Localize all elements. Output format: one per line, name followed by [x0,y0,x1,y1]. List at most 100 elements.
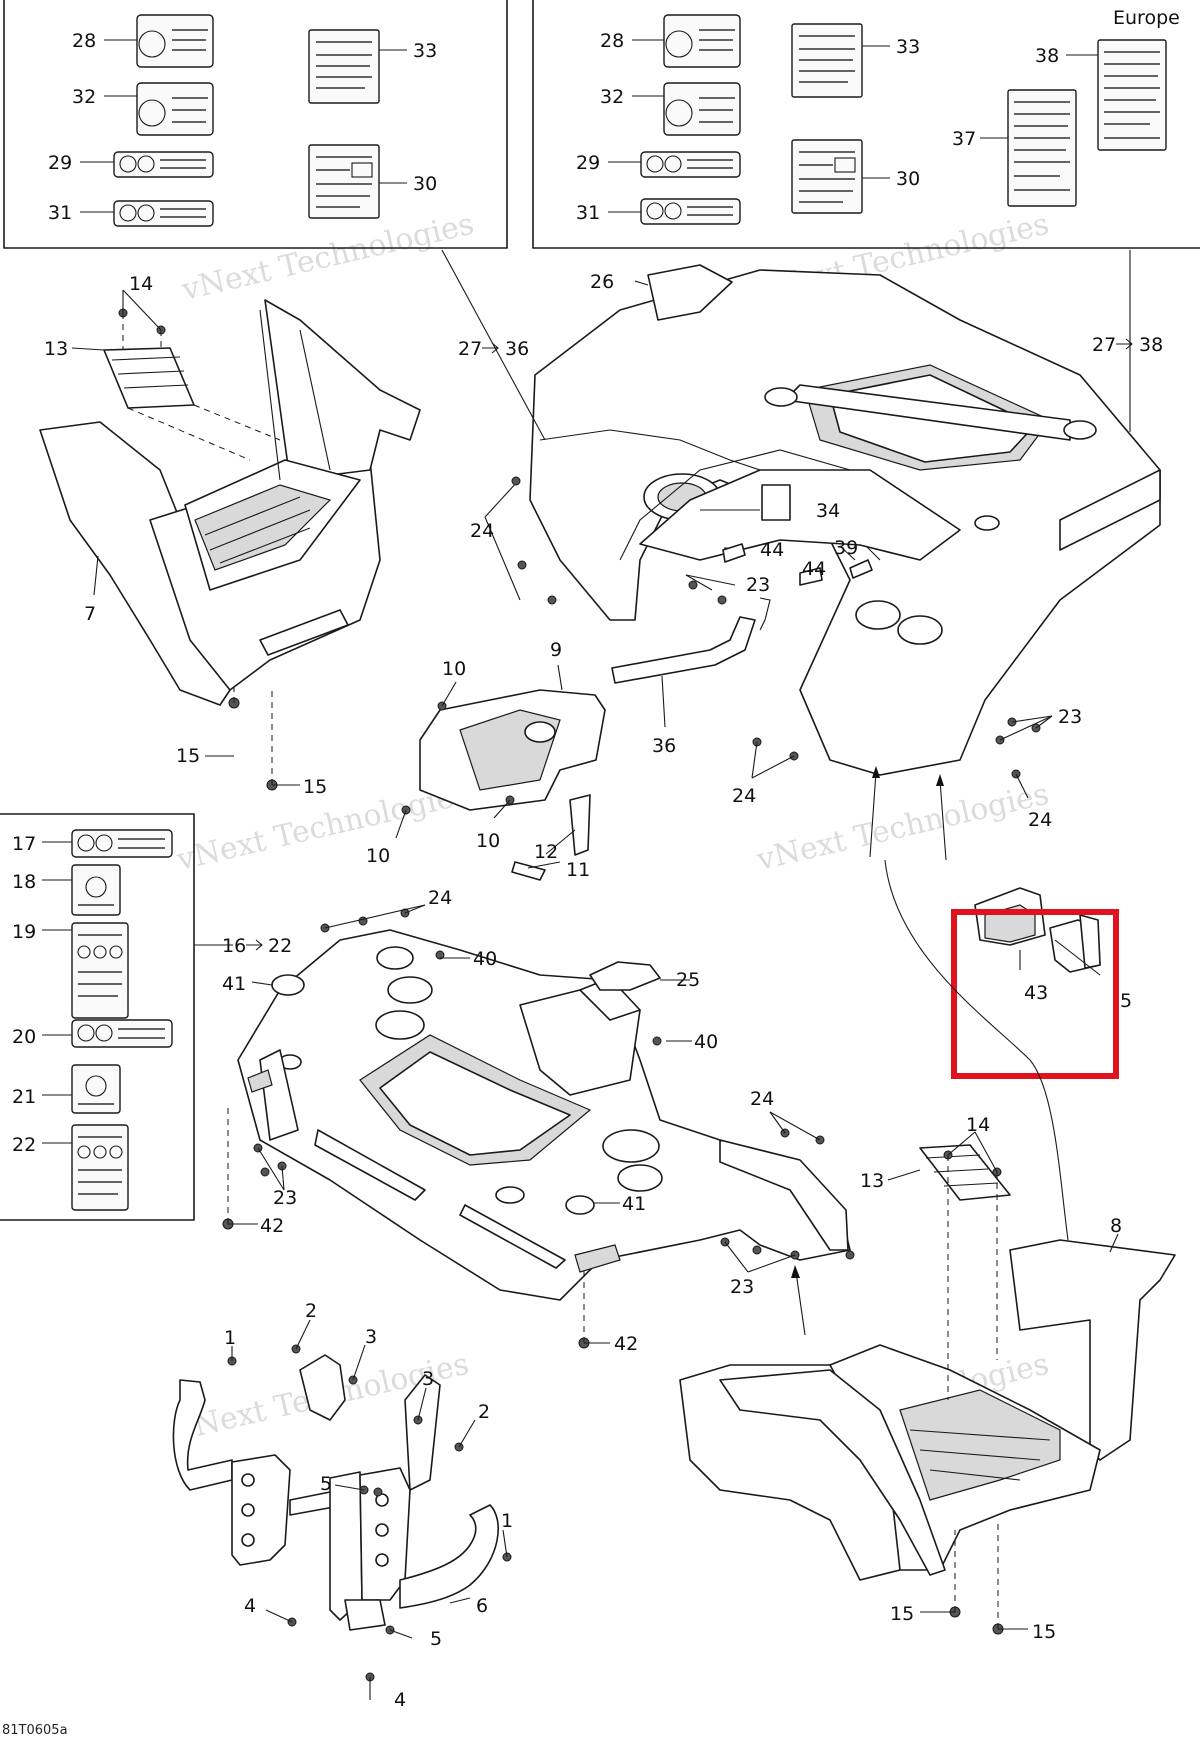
callout-25: 25 [676,969,700,991]
callout-44: 44 [760,539,784,561]
callout-27: 27 [1092,334,1116,356]
drawing-code: 81T0605a [2,1723,68,1738]
callout-41: 41 [622,1193,646,1215]
callout-36: 36 [652,735,676,757]
highlight-box [951,909,1119,1079]
callout-4: 4 [394,1689,406,1711]
watermark-1: vNext Technologies [178,207,477,308]
callout-5: 5 [430,1628,442,1650]
callout-3: 3 [422,1368,434,1390]
callout-11: 11 [566,859,590,881]
callout-19: 19 [12,921,36,943]
callout-15: 15 [890,1603,914,1625]
callout-21: 21 [12,1086,36,1108]
callout-5: 5 [1120,990,1132,1012]
callout-23: 23 [730,1276,754,1298]
callout-15: 15 [176,745,200,767]
callouts-center-bracket: 9 10 10 10 12 11 [366,639,590,881]
callout-13: 13 [860,1170,884,1192]
callout-5: 5 [320,1473,332,1495]
callout-22: 22 [12,1134,36,1156]
callout-42: 42 [260,1215,284,1237]
callout-10: 10 [476,830,500,852]
callout-18: 18 [12,871,36,893]
callout-10: 10 [442,658,466,680]
callout-20: 20 [12,1026,36,1048]
callout-28: 28 [600,30,624,52]
callout-41: 41 [222,973,246,995]
callout-6: 6 [476,1595,488,1617]
callout-38: 38 [1139,334,1163,356]
callout-14: 14 [966,1114,990,1136]
callout-24: 24 [470,520,494,542]
callout-4: 4 [244,1595,256,1617]
callouts-decal-left: 28 32 29 31 33 30 [48,30,437,224]
callout-23: 23 [746,574,770,596]
callout-22: 22 [268,935,292,957]
callout-31: 31 [576,202,600,224]
callouts-footrest-right: 14 13 8 15 15 [860,1114,1122,1643]
callout-39: 39 [834,537,858,559]
callouts-part-43: 43 5 [1024,982,1132,1012]
callout-7: 7 [84,603,96,625]
callout-23: 23 [273,1187,297,1209]
callout-26: 26 [590,271,614,293]
footrest-right [679,1131,1176,1635]
center-bracket [395,664,606,881]
decal-group-lower [0,813,233,1221]
callout-37: 37 [952,128,976,150]
callouts-decal-europe: 28 32 29 31 33 30 38 37 [576,30,1059,224]
callout-24: 24 [1028,809,1052,831]
front-body [222,904,855,1349]
callout-2: 2 [478,1401,490,1423]
callout-32: 32 [72,86,96,108]
callout-24: 24 [732,785,756,807]
callout-27: 27 [458,338,482,360]
callout-1: 1 [224,1327,236,1349]
callouts-decal-lower: 17 18 19 20 21 22 16 22 [12,833,292,1156]
callout-24: 24 [750,1088,774,1110]
callout-33: 33 [896,36,920,58]
callout-40: 40 [473,948,497,970]
callout-14: 14 [129,273,153,295]
callout-2: 2 [305,1300,317,1322]
callout-36: 36 [505,338,529,360]
callout-12: 12 [534,841,558,863]
callout-10: 10 [366,845,390,867]
callout-43: 43 [1024,982,1048,1004]
callout-31: 31 [48,202,72,224]
highlight-part-43 [884,859,1119,1241]
callout-33: 33 [413,40,437,62]
callout-29: 29 [48,152,72,174]
callout-8: 8 [1110,1215,1122,1237]
callout-38: 38 [1035,45,1059,67]
callouts-rear-body: 26 27 36 27 38 24 34 44 39 44 23 36 24 2… [458,271,1163,831]
callout-30: 30 [896,168,920,190]
callout-40: 40 [694,1031,718,1053]
callouts-footrest-left: 14 13 7 15 15 [44,273,327,798]
decal-group-left [3,0,508,249]
callout-16: 16 [222,935,246,957]
callouts-front-body: 24 40 41 25 40 23 42 41 24 23 42 [222,887,774,1355]
callout-13: 13 [44,338,68,360]
callout-29: 29 [576,152,600,174]
callout-23: 23 [1058,706,1082,728]
callout-44: 44 [802,558,826,580]
callout-30: 30 [413,173,437,195]
front-bumper [172,1319,512,1700]
region-label: Europe [1113,7,1180,29]
callout-17: 17 [12,833,36,855]
callout-15: 15 [303,776,327,798]
rear-body [441,249,1161,861]
callout-1: 1 [501,1510,513,1532]
watermark-4: vNext Technologies [753,777,1052,878]
footrest-left [39,289,421,791]
callout-32: 32 [600,86,624,108]
callout-9: 9 [550,639,562,661]
callout-42: 42 [614,1333,638,1355]
callout-28: 28 [72,30,96,52]
callout-24: 24 [428,887,452,909]
callout-3: 3 [365,1326,377,1348]
decal-group-europe: Europe [532,0,1200,249]
